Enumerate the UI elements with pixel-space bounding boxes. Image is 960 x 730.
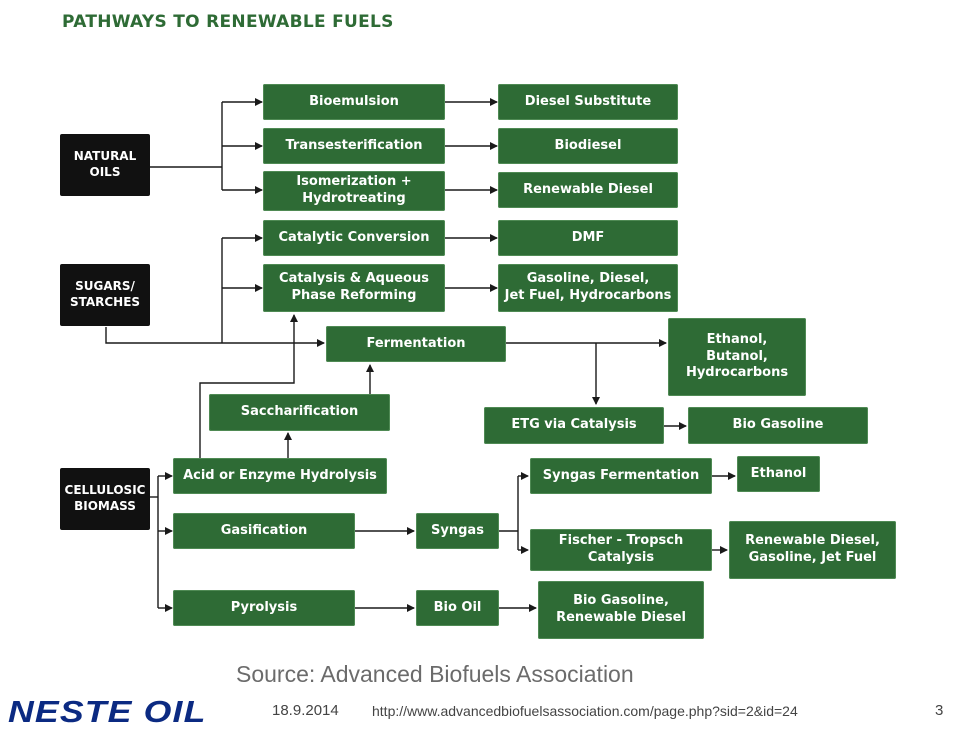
product-renewable-diesel-gasoline-jet: Renewable Diesel,Gasoline, Jet Fuel xyxy=(729,521,896,579)
product-bio-gasoline: Bio Gasoline xyxy=(688,407,868,444)
process-bio-oil: Bio Oil xyxy=(416,590,499,626)
product-biodiesel: Biodiesel xyxy=(498,128,678,164)
process-catalytic-conversion: Catalytic Conversion xyxy=(263,220,445,256)
process-pyrolysis: Pyrolysis xyxy=(173,590,355,626)
product-ethanol-butanol: Ethanol,Butanol,Hydrocarbons xyxy=(668,318,806,396)
neste-oil-logo: NESTE OIL xyxy=(8,694,207,729)
product-gasoline-diesel-jet: Gasoline, Diesel,Jet Fuel, Hydrocarbons xyxy=(498,264,678,312)
feedstock-sugars-starches: SUGARS/STARCHES xyxy=(60,264,150,326)
source-caption: Source: Advanced Biofuels Association xyxy=(236,661,634,687)
process-syngas-fermentation: Syngas Fermentation xyxy=(530,458,712,494)
process-gasification: Gasification xyxy=(173,513,355,549)
product-dmf: DMF xyxy=(498,220,678,256)
process-fermentation: Fermentation xyxy=(326,326,506,362)
footer-date: 18.9.2014 xyxy=(272,702,339,719)
process-syngas: Syngas xyxy=(416,513,499,549)
product-ethanol: Ethanol xyxy=(737,456,820,492)
process-bioemulsion: Bioemulsion xyxy=(263,84,445,120)
product-diesel-substitute: Diesel Substitute xyxy=(498,84,678,120)
footer-url[interactable]: http://www.advancedbiofuelsassociation.c… xyxy=(372,703,798,719)
product-bio-gasoline-renewable-diesel: Bio Gasoline,Renewable Diesel xyxy=(538,581,704,639)
product-renewable-diesel: Renewable Diesel xyxy=(498,172,678,208)
diagram-title: PATHWAYS TO RENEWABLE FUELS xyxy=(62,12,394,32)
process-acid-enzyme-hydrolysis: Acid or Enzyme Hydrolysis xyxy=(173,458,387,494)
process-isomerization: Isomerization +Hydrotreating xyxy=(263,171,445,211)
process-transesterification: Transesterification xyxy=(263,128,445,164)
process-etg-catalysis: ETG via Catalysis xyxy=(484,407,664,444)
page-number: 3 xyxy=(935,702,944,719)
process-saccharification: Saccharification xyxy=(209,394,390,431)
